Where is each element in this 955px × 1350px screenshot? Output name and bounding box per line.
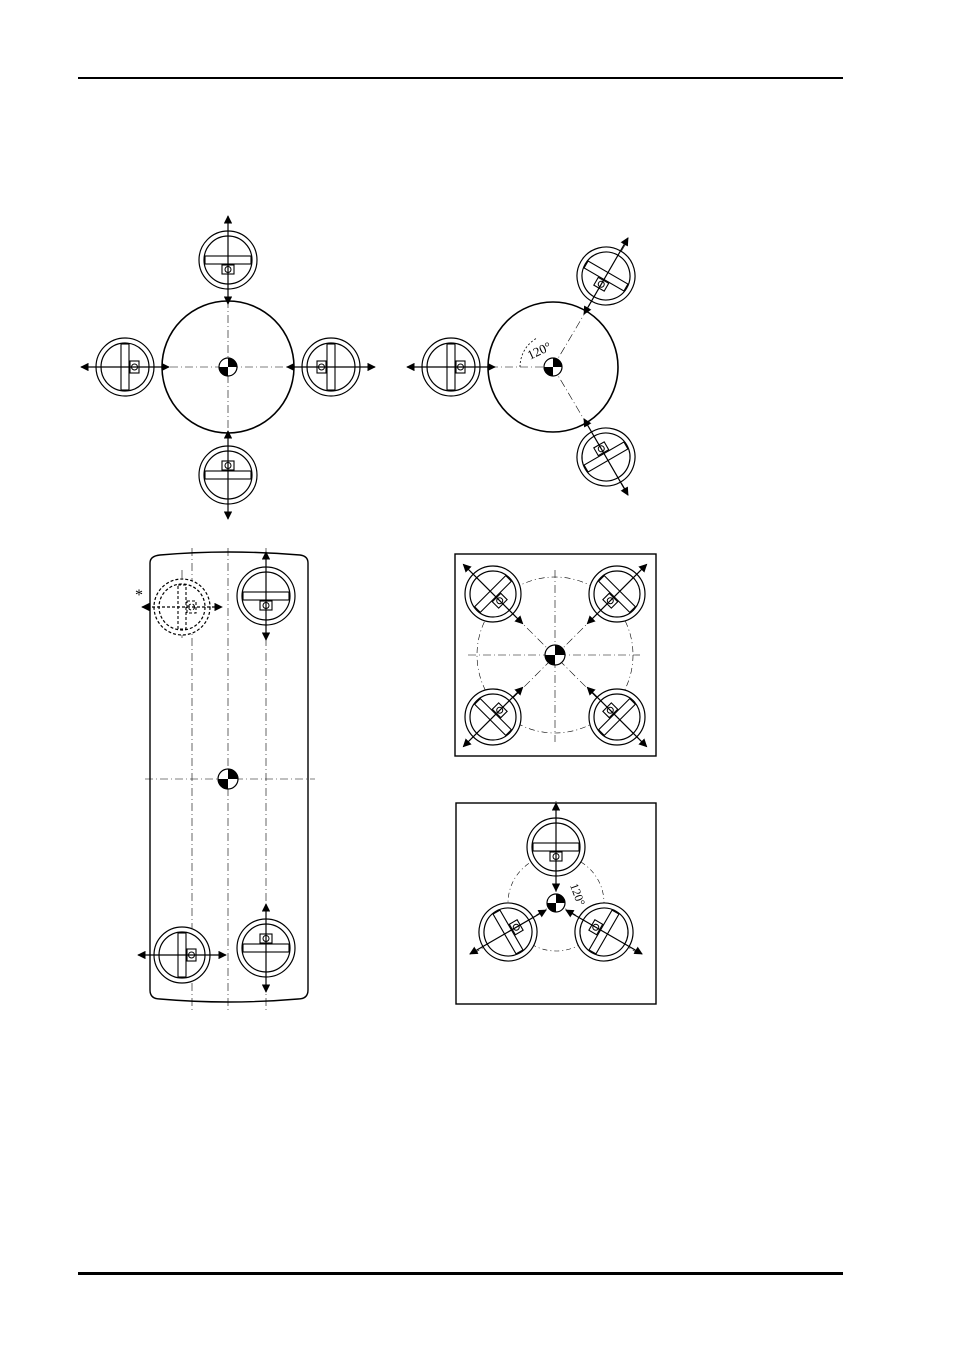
motor-unit-icon (81, 338, 169, 396)
motor-unit-icon (138, 927, 226, 983)
motor-unit-icon (237, 552, 295, 640)
motor-unit-icon (559, 223, 653, 328)
angle-label: 120° (567, 881, 588, 907)
motor-unit-icon (142, 579, 222, 635)
center-of-gravity-icon (544, 358, 562, 376)
motor-unit-icon (199, 216, 257, 304)
center-of-gravity-icon (218, 769, 238, 789)
motor-unit-icon (527, 803, 585, 891)
motor-unit-icon (559, 404, 653, 509)
center-of-gravity-icon (545, 645, 565, 665)
motor-unit-icon (455, 885, 560, 979)
motor-unit-icon (407, 338, 495, 396)
motor-unit-icon (287, 338, 375, 396)
center-of-gravity-icon (547, 894, 565, 912)
motor-unit-icon (237, 904, 295, 992)
motor-unit-icon (444, 668, 543, 767)
center-of-gravity-icon (219, 358, 237, 376)
motor-unit-icon (551, 885, 656, 979)
motor-unit-icon (568, 668, 667, 767)
note-marker: * (135, 587, 143, 604)
motor-unit-icon (199, 431, 257, 519)
